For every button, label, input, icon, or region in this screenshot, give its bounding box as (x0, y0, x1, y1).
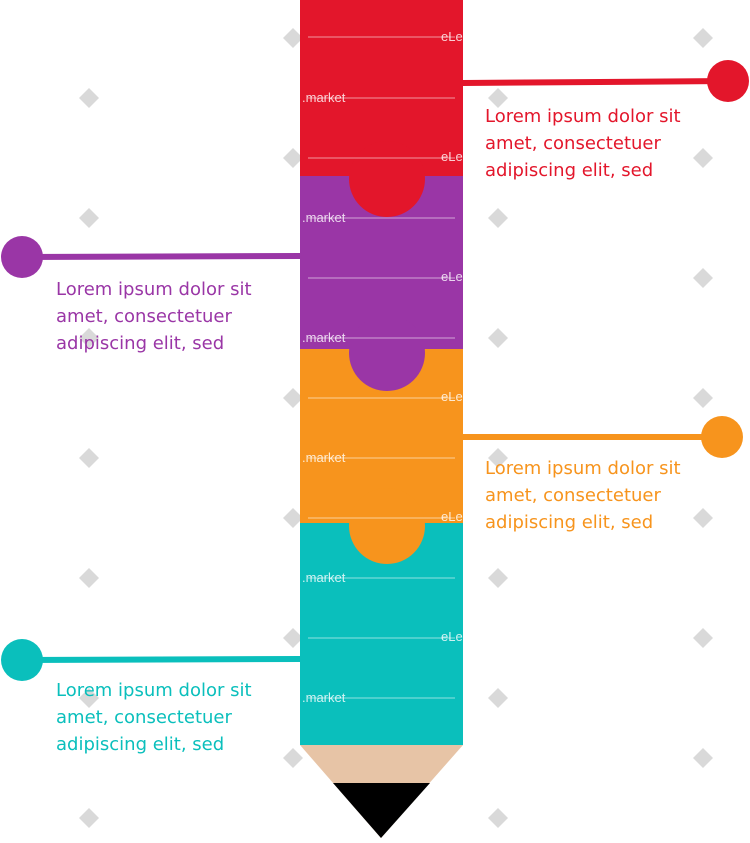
watermark-diamond (693, 268, 713, 288)
watermark-diamond (693, 508, 713, 528)
watermark-text: eLe (441, 149, 463, 164)
callout-text-red: Lorem ipsum dolor sit amet, consectetuer… (485, 106, 681, 181)
watermark-diamond (693, 388, 713, 408)
watermark-diamonds (79, 28, 713, 828)
watermark-diamond (283, 748, 303, 768)
watermark-diamond (693, 628, 713, 648)
watermark-diamond (488, 208, 508, 228)
callout-text-teal: Lorem ipsum dolor sit amet, consectetuer… (56, 680, 252, 755)
watermark-text: .market (302, 690, 346, 705)
puzzle-tab-red (349, 141, 425, 217)
watermark-text: .market (302, 570, 346, 585)
watermark-text: .market (302, 210, 346, 225)
watermark-diamond (488, 808, 508, 828)
watermark-diamond (283, 628, 303, 648)
watermark-texts: .market .market .market .market .market .mark… (302, 29, 463, 705)
watermark-diamond (488, 688, 508, 708)
watermark-text: .market (302, 450, 346, 465)
watermark-text: eLe (441, 509, 463, 524)
watermark-diamond (79, 88, 99, 108)
watermark-text: .market (302, 330, 346, 345)
connector-line-teal (21, 656, 301, 663)
callout-text-orange: Lorem ipsum dolor sit amet, consectetuer… (485, 458, 681, 533)
watermark-diamond (693, 148, 713, 168)
watermark-diamond (79, 808, 99, 828)
connector-dot-orange (701, 416, 743, 458)
watermark-diamond (693, 28, 713, 48)
watermark-diamond (79, 208, 99, 228)
watermark-diamond (79, 568, 99, 588)
watermark-text: eLe (441, 629, 463, 644)
pencil-lead-tip (333, 783, 430, 838)
callout-text-purple: Lorem ipsum dolor sit amet, consectetuer… (56, 279, 252, 354)
watermark-diamond (488, 568, 508, 588)
watermark-diamond (283, 148, 303, 168)
watermark-diamond (488, 328, 508, 348)
connector-dot-purple (1, 236, 43, 278)
watermark-text: eLe (441, 269, 463, 284)
connector-line-purple (21, 253, 301, 260)
watermark-diamond (488, 88, 508, 108)
watermark-lines (308, 36, 455, 699)
watermark-text: eLe (441, 29, 463, 44)
puzzle-tab-purple (349, 315, 425, 391)
watermark-diamond (79, 328, 99, 348)
watermark-diamond (488, 448, 508, 468)
watermark-text: .market (302, 90, 346, 105)
watermark-diamond (283, 28, 303, 48)
watermark-diamond (283, 388, 303, 408)
connector-line-red (462, 78, 729, 86)
watermark-diamond (79, 688, 99, 708)
connector-dot-red (707, 60, 749, 102)
watermark-diamond (693, 748, 713, 768)
connector-dot-teal (1, 639, 43, 681)
watermark-diamond (79, 448, 99, 468)
watermark-text: eLe (441, 389, 463, 404)
watermark-diamond (283, 508, 303, 528)
puzzle-tab-orange (349, 488, 425, 564)
